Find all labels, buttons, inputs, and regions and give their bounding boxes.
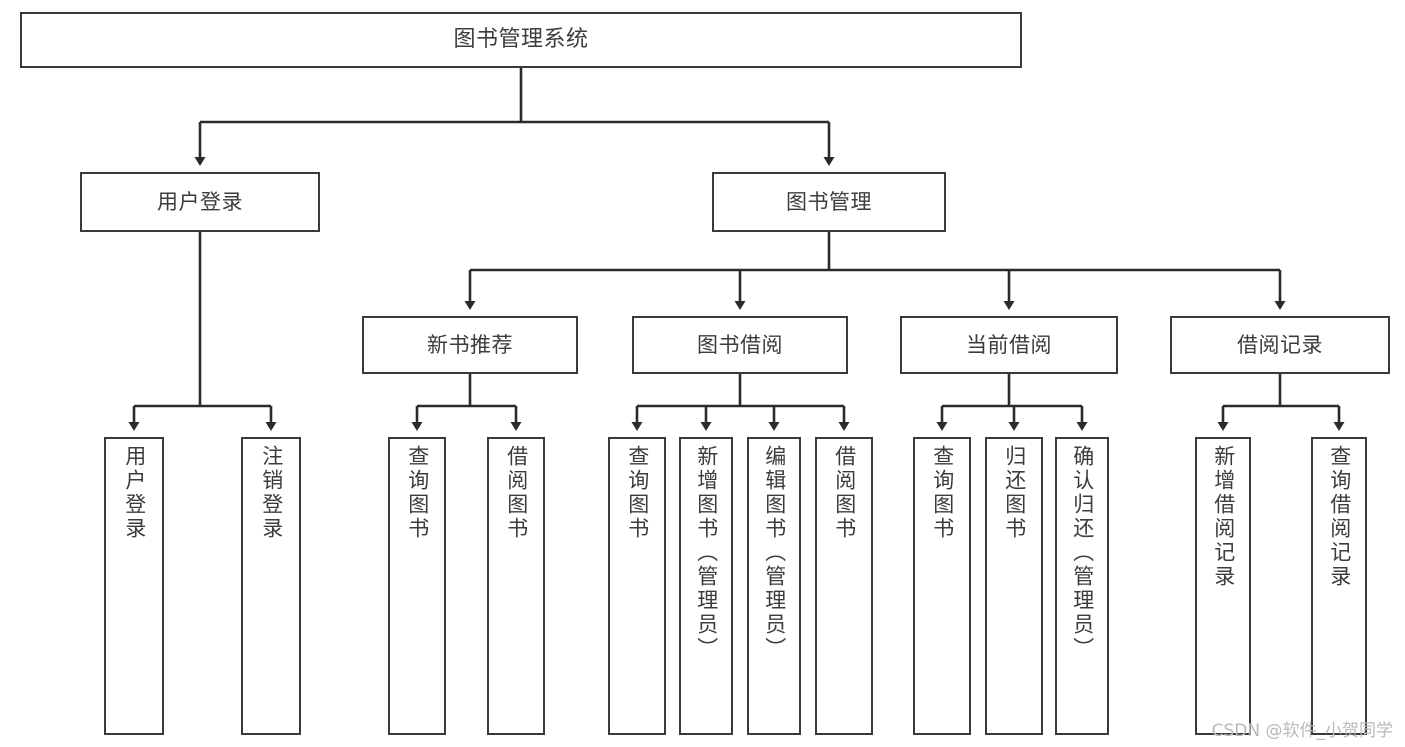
node-new-book-rec-label: 新书推荐 [427, 332, 513, 357]
node-leaf-borrow-borrow-book-label: 借阅图书 [832, 445, 857, 541]
node-leaf-user-logout-label: 注销登录 [259, 445, 284, 541]
node-leaf-current-confirm-return[interactable]: 确认归还（管理员） [1055, 437, 1109, 735]
node-leaf-borrow-add-book[interactable]: 新增图书（管理员） [679, 437, 733, 735]
node-leaf-borrow-edit-book[interactable]: 编辑图书（管理员） [747, 437, 801, 735]
node-root[interactable]: 图书管理系统 [20, 12, 1022, 68]
node-leaf-borrow-edit-book-label: 编辑图书（管理员） [762, 445, 787, 661]
node-leaf-record-query[interactable]: 查询借阅记录 [1311, 437, 1367, 735]
node-book-manage-label: 图书管理 [786, 189, 872, 214]
node-leaf-borrow-add-book-label: 新增图书（管理员） [694, 445, 719, 661]
node-leaf-current-return-book[interactable]: 归还图书 [985, 437, 1043, 735]
node-current-borrow[interactable]: 当前借阅 [900, 316, 1118, 374]
node-user-login[interactable]: 用户登录 [80, 172, 320, 232]
node-new-book-rec[interactable]: 新书推荐 [362, 316, 578, 374]
node-root-label: 图书管理系统 [453, 27, 589, 53]
node-leaf-current-return-book-label: 归还图书 [1002, 445, 1027, 541]
watermark-text: CSDN @软件_小贺同学 [1211, 721, 1393, 741]
node-leaf-rec-query-book-label: 查询图书 [405, 445, 430, 541]
node-leaf-rec-query-book[interactable]: 查询图书 [388, 437, 446, 735]
node-leaf-user-login-label: 用户登录 [122, 445, 147, 541]
node-leaf-record-query-label: 查询借阅记录 [1327, 445, 1352, 589]
node-borrow-record-label: 借阅记录 [1237, 332, 1323, 357]
node-book-borrow[interactable]: 图书借阅 [632, 316, 848, 374]
node-leaf-borrow-query-book[interactable]: 查询图书 [608, 437, 666, 735]
node-borrow-record[interactable]: 借阅记录 [1170, 316, 1390, 374]
node-leaf-borrow-borrow-book[interactable]: 借阅图书 [815, 437, 873, 735]
node-leaf-record-add-label: 新增借阅记录 [1211, 445, 1236, 589]
node-book-borrow-label: 图书借阅 [697, 332, 783, 357]
node-leaf-user-login[interactable]: 用户登录 [104, 437, 164, 735]
node-leaf-current-confirm-return-label: 确认归还（管理员） [1070, 445, 1095, 661]
node-book-manage[interactable]: 图书管理 [712, 172, 946, 232]
node-leaf-rec-borrow-book[interactable]: 借阅图书 [487, 437, 545, 735]
node-user-login-label: 用户登录 [157, 189, 243, 214]
node-current-borrow-label: 当前借阅 [966, 332, 1052, 357]
node-leaf-borrow-query-book-label: 查询图书 [625, 445, 650, 541]
node-leaf-current-query-book-label: 查询图书 [930, 445, 955, 541]
node-leaf-current-query-book[interactable]: 查询图书 [913, 437, 971, 735]
node-leaf-user-logout[interactable]: 注销登录 [241, 437, 301, 735]
node-leaf-record-add[interactable]: 新增借阅记录 [1195, 437, 1251, 735]
node-leaf-rec-borrow-book-label: 借阅图书 [504, 445, 529, 541]
